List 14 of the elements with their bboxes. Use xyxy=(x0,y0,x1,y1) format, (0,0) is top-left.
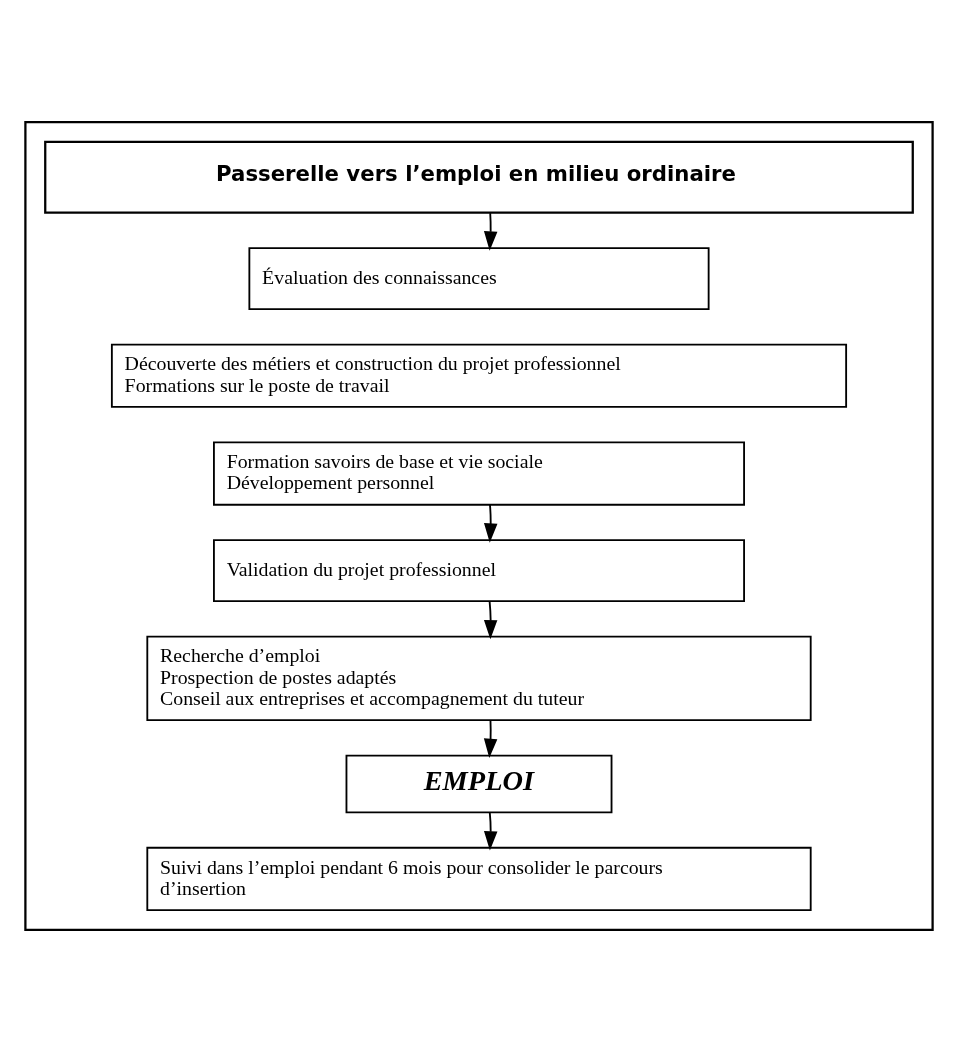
arrow xyxy=(483,811,498,851)
node-box: Validation du projet professionnel xyxy=(213,539,745,603)
arrow xyxy=(483,719,498,758)
node-box: Formation savoirs de base et vie sociale Développement personnel xyxy=(213,441,745,506)
node-box: Évaluation des connaissances xyxy=(248,247,710,311)
node-box: Passerelle vers l’emploi en milieu ordinaire xyxy=(44,140,914,214)
node-box: Suivi dans l’emploi pendant 6 mois pour consolider le parcours d’insertion xyxy=(146,846,812,912)
node-box: Découverte des métiers et construction du projet professionnel Formations sur le poste de travail xyxy=(110,343,848,408)
cluster xyxy=(24,120,934,932)
arrow xyxy=(483,600,498,640)
arrow xyxy=(483,212,498,251)
node-box: EMPLOI xyxy=(345,754,613,814)
node-box: Recherche d’emploi Prospection de postes adaptés Conseil aux entreprises et accompagnement du tuteur xyxy=(146,635,812,722)
arrow xyxy=(483,503,498,543)
